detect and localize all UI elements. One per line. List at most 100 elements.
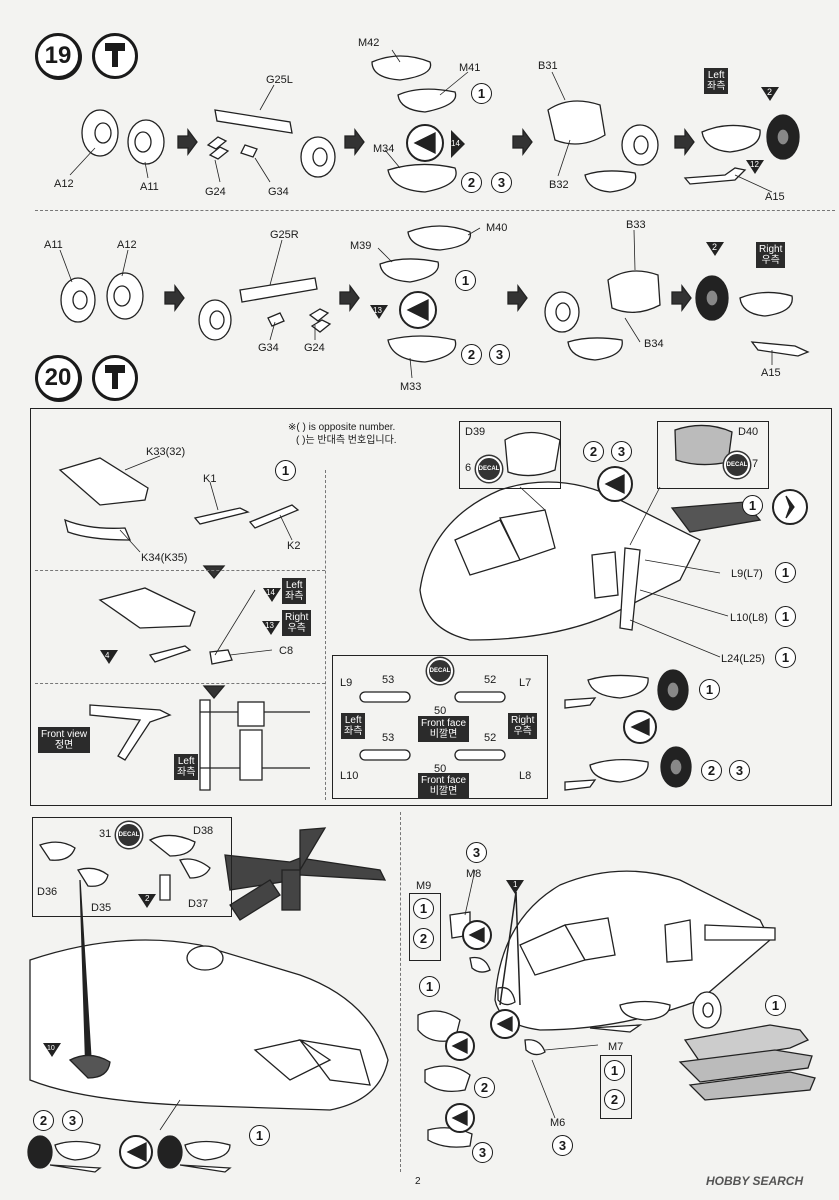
front-face-tag-a-ko: 비깔면	[429, 729, 458, 740]
part-label-m42: M42	[358, 37, 380, 49]
decal-label-l7: L7	[519, 677, 532, 689]
decal-number-7: 7	[752, 458, 759, 470]
warning-number-2-c: 2	[145, 894, 150, 903]
left-tag-c8-ko: 좌측	[285, 591, 304, 602]
part-label-g24-b: G24	[304, 342, 325, 354]
part-label-a12: A12	[54, 178, 74, 190]
decal-right-tag: Right 우측	[508, 713, 538, 739]
part-label-b32: B32	[549, 179, 569, 191]
decal-label-l10: L10	[340, 770, 359, 782]
right-tag-c8: Right 우측	[282, 610, 312, 636]
decal-icon-31: DECAL	[116, 822, 142, 848]
part-label-l9: L9(L7)	[731, 568, 763, 580]
opposite-number-note: ※( ) is opposite number. ( )는 반대측 번호입니다.	[288, 421, 397, 447]
page-number: 2	[415, 1176, 421, 1187]
decal-number-6: 6	[465, 462, 472, 474]
warning-number-4: 4	[105, 651, 110, 660]
decal-label-50a: 50	[434, 705, 447, 717]
callout-d40	[657, 421, 769, 489]
circle-number-1-m9: 1	[413, 898, 434, 919]
part-label-c8: C8	[279, 645, 294, 657]
circle-number-2-b: 2	[461, 344, 482, 365]
part-label-b33: B33	[626, 219, 646, 231]
front-view-tag: Front view 정면	[38, 727, 91, 753]
left-tag-ko: 좌측	[707, 81, 726, 92]
watermark: HOBBY SEARCH	[706, 1174, 804, 1188]
part-label-g34-b: G34	[258, 342, 279, 354]
warning-number-1: 1	[513, 880, 518, 889]
circle-number-1-bl: 1	[249, 1125, 270, 1146]
circle-number-1-l10: 1	[775, 606, 796, 627]
helicopter-front-drawing	[494, 870, 771, 1031]
part-label-b34: B34	[644, 338, 664, 350]
left-tag-side-en: Left	[177, 756, 195, 767]
part-label-l24: L24(L25)	[721, 653, 766, 665]
front-face-tag-a: Front face 비깔면	[418, 716, 470, 742]
step20-frame	[30, 408, 832, 806]
circle-number-1-d: 1	[742, 495, 763, 516]
front-face-tag-b-en: Front face	[421, 775, 467, 786]
strut-g25l-drawing	[214, 109, 293, 134]
left-tag-en: Left	[707, 70, 725, 81]
warning-number-12: 12	[750, 160, 759, 169]
right-tag-ko: 우측	[761, 255, 780, 266]
circle-number-2-bl: 2	[33, 1110, 54, 1131]
part-label-d36: D36	[37, 886, 58, 898]
circle-number-1-b: 1	[455, 270, 476, 291]
warning-number-13-b: 13	[265, 621, 274, 630]
part-label-d39: D39	[465, 426, 486, 438]
decal-label-53a: 53	[382, 674, 395, 686]
step19-row-divider	[35, 210, 835, 211]
circle-number-3-bl: 3	[62, 1110, 83, 1131]
right-tag-c8-en: Right	[285, 612, 309, 623]
circle-number-1-k: 1	[275, 460, 296, 481]
circle-number-3-wheel: 3	[729, 760, 750, 781]
part-label-m9: M9	[416, 880, 432, 892]
part-label-d38: D38	[193, 825, 214, 837]
decal-label-52b: 52	[484, 732, 497, 744]
part-label-a15-b: A15	[761, 367, 781, 379]
front-view-tag-ko: 정면	[54, 740, 74, 751]
left-tag: Left 좌측	[704, 68, 729, 94]
circle-number-1: 1	[471, 83, 492, 104]
part-label-k2: K2	[287, 540, 301, 552]
decal-right-tag-ko: 우측	[513, 726, 532, 737]
front-face-tag-a-en: Front face	[421, 718, 467, 729]
part-label-d35: D35	[91, 902, 112, 914]
circle-number-3-b: 3	[489, 344, 510, 365]
part-label-m39: M39	[350, 240, 372, 252]
circle-number-3-br: 3	[472, 1142, 493, 1163]
circle-number-2-m7: 2	[604, 1089, 625, 1110]
decal-left-tag-ko: 좌측	[344, 726, 363, 737]
circle-number-1-wheel: 1	[699, 679, 720, 700]
circle-number-1-m7: 1	[604, 1060, 625, 1081]
part-label-g34: G34	[268, 186, 289, 198]
warning-number-2: 2	[767, 87, 773, 97]
decal-label-52a: 52	[484, 674, 497, 686]
step20-left-divider-2	[35, 683, 325, 684]
callout-d35-d38	[32, 817, 232, 917]
decal-label-l9: L9	[340, 677, 353, 689]
part-label-g25l: G25L	[266, 74, 293, 86]
decal-number-31: 31	[99, 828, 112, 840]
front-view-tag-en: Front view	[41, 729, 88, 740]
part-label-g25r: G25R	[270, 229, 299, 241]
decal-left-tag: Left 좌측	[341, 713, 366, 739]
pod-m42-drawing	[371, 55, 432, 81]
part-label-b31: B31	[538, 60, 558, 72]
part-label-a11: A11	[140, 181, 159, 193]
step-number-19: 19	[35, 33, 81, 79]
circle-number-3-m6: 3	[552, 1135, 573, 1156]
part-label-m6: M6	[550, 1117, 566, 1129]
circle-number-2-br: 2	[474, 1077, 495, 1098]
warning-number-10: 10	[47, 1045, 55, 1052]
m7-options-box	[600, 1055, 632, 1119]
circle-number-3-c: 3	[611, 441, 632, 462]
bottom-column-divider	[400, 812, 401, 1172]
warning-number-13: 13	[373, 306, 382, 315]
decal-left-tag-en: Left	[344, 715, 362, 726]
left-tag-c8-en: Left	[285, 580, 303, 591]
callout-d39	[459, 421, 561, 489]
warning-number-14-b: 14	[266, 588, 275, 597]
left-tag-c8: Left 좌측	[282, 578, 307, 604]
